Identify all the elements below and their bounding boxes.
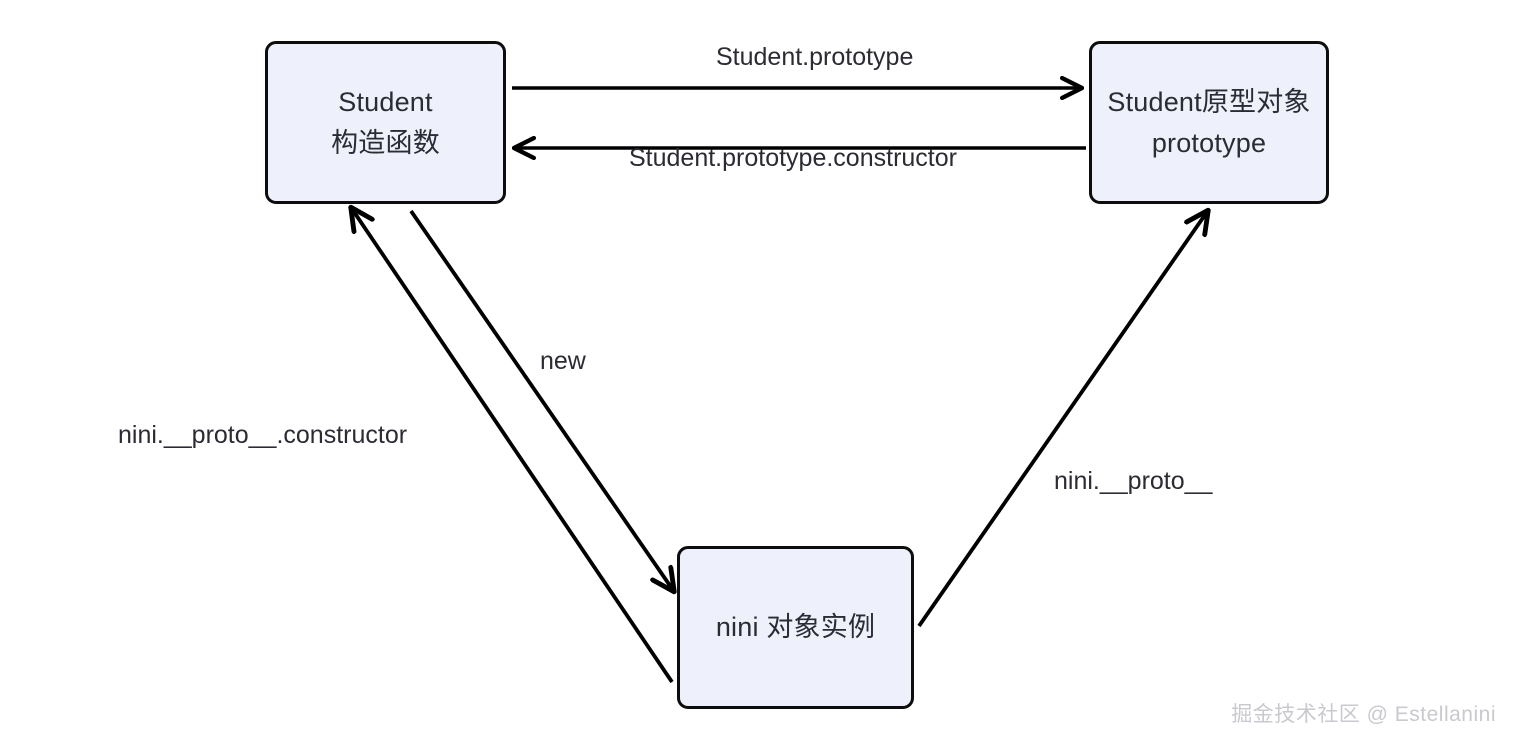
node-student-line1: Student — [338, 87, 433, 117]
node-instance-line1: nini 对象实例 — [715, 612, 876, 643]
edge-label-nini-proto: nini.__proto__ — [1054, 467, 1213, 495]
edge-student-to-instance — [409, 209, 673, 590]
node-nini-instance[interactable]: nini 对象实例 — [677, 546, 914, 709]
watermark: 掘金技术社区 @ Estellanini — [1231, 703, 1496, 726]
node-student-line2: 构造函数 — [331, 127, 440, 158]
edge-instance-to-student — [352, 209, 674, 684]
node-prototype-line2: prototype — [1151, 127, 1267, 158]
node-student-prototype[interactable]: Student原型对象 prototype — [1089, 41, 1329, 204]
node-prototype-line1: Student原型对象 — [1107, 87, 1311, 117]
edge-label-nini-proto-constructor: nini.__proto__.constructor — [118, 421, 408, 449]
edge-label-prototype-constructor: Student.prototype.constructor — [629, 144, 957, 172]
edge-instance-to-prototype — [917, 212, 1207, 628]
node-student-constructor[interactable]: Student 构造函数 — [265, 41, 506, 204]
edge-label-student-prototype: Student.prototype — [716, 43, 914, 71]
edge-label-new: new — [540, 347, 586, 375]
